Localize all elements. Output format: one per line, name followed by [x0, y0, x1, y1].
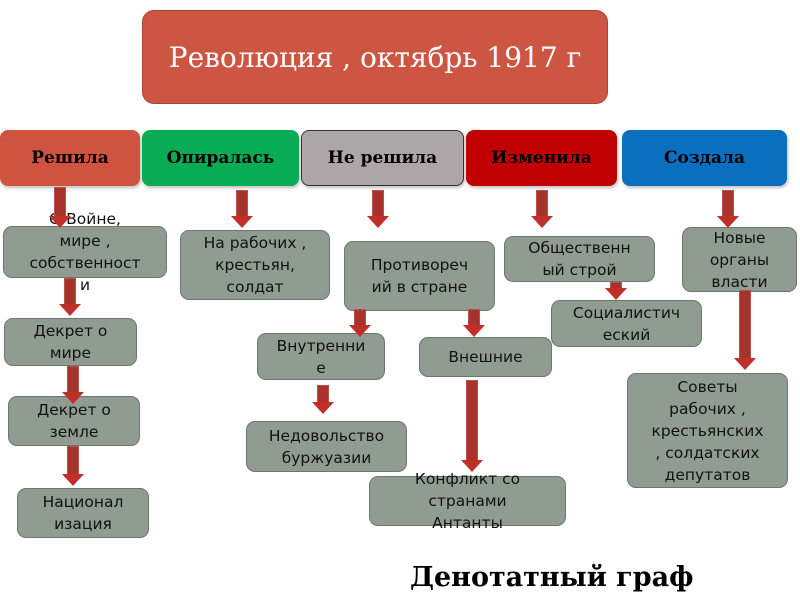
node-decree-land: Декрет о земле — [8, 396, 140, 446]
header-izmenila: Изменила — [466, 130, 617, 186]
node-new-organs: Новые органы власти — [682, 227, 797, 292]
node-war-peace-property: О Войне, мире , собственност и — [3, 210, 167, 294]
node-socialist: Социалистич еский — [551, 300, 702, 347]
node-decree-peace: Декрет о мире — [4, 318, 137, 366]
header-reshila: Решила — [0, 130, 140, 186]
node-bourgeois-discontent: Недовольство буржуазии — [246, 421, 407, 472]
header-sozdala: Создала — [622, 130, 787, 186]
header-opiralas: Опиралась — [142, 130, 299, 186]
footer-caption: Денотатный граф — [410, 562, 694, 593]
node-internal: Внутренни е — [257, 333, 385, 380]
node-social-order: Общественн ый строй — [504, 236, 655, 282]
node-nationalization: Национал изация — [17, 488, 149, 538]
node-contradictions: Противореч ий в стране — [344, 241, 495, 311]
node-external: Внешние — [419, 337, 552, 377]
diagram-title: Революция , октябрь 1917 г — [142, 10, 608, 104]
node-entente-conflict: Конфликт со странами Антанты — [369, 470, 566, 532]
header-ne-reshila: Не решила — [301, 130, 464, 186]
node-workers-peasants-soldiers: На рабочих , крестьян, солдат — [180, 230, 330, 300]
node-soviets: Советы рабочих , крестьянских , солдатск… — [627, 373, 788, 488]
